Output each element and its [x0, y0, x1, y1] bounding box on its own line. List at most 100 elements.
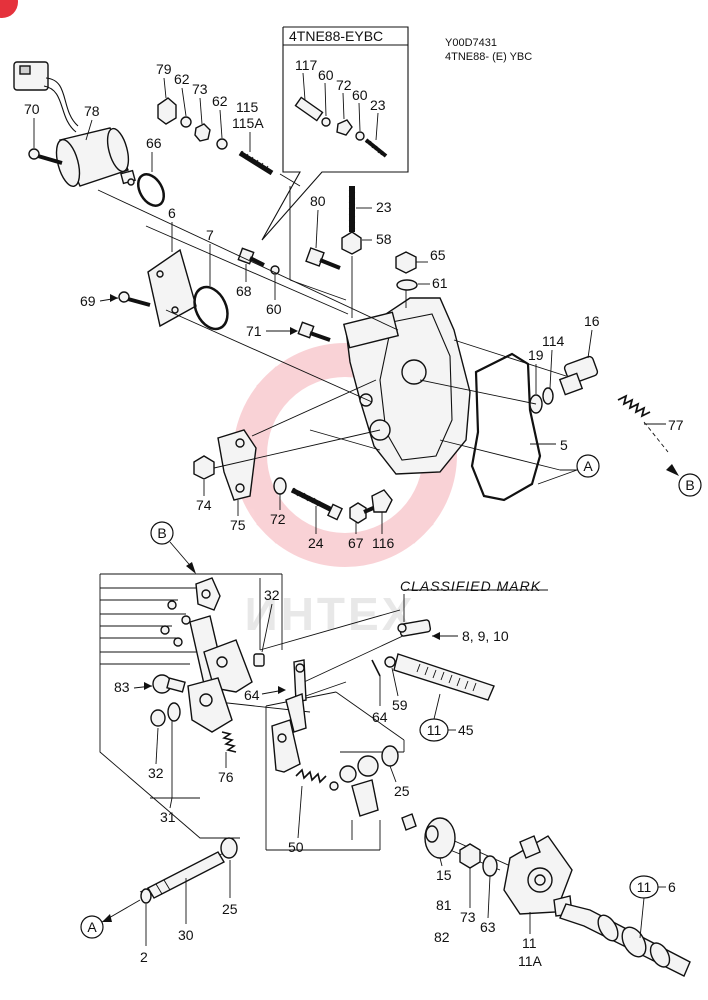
inset-title: 4TNE88-EYBC	[289, 28, 383, 44]
label-116: 116	[372, 535, 395, 551]
svg-text:A: A	[87, 919, 97, 935]
inset-nut-72	[336, 119, 353, 136]
cover-plate-6	[147, 248, 197, 328]
rack-shaft-11-45	[393, 653, 495, 701]
label-16: 16	[584, 313, 600, 329]
spring-76	[221, 731, 237, 753]
classified-mark-label: CLASSIFIED MARK	[400, 578, 541, 594]
label-25-b: 25	[222, 901, 238, 917]
label-82: 82	[434, 929, 450, 945]
callout-b-upper: B	[666, 464, 702, 497]
lever-plate-lower	[187, 677, 233, 733]
bolt-67	[349, 502, 379, 524]
label-5: 5	[560, 437, 568, 453]
svg-text:6: 6	[668, 879, 676, 895]
label-69: 69	[80, 293, 96, 309]
part-labels: 70 78 66 6 7 79 62 73 62 115 115A 23 80 …	[24, 61, 684, 969]
washer-62a	[180, 116, 192, 128]
label-65: 65	[430, 247, 446, 263]
label-2: 2	[140, 949, 148, 965]
label-23: 23	[376, 199, 392, 215]
washer-25b	[220, 837, 238, 859]
adjuster-16	[558, 355, 599, 396]
washer-62b	[216, 138, 228, 150]
washer-61	[396, 279, 418, 291]
spring-77	[617, 394, 651, 418]
label-60-c: 60	[266, 301, 282, 317]
spring-50	[295, 768, 327, 784]
label-83: 83	[114, 679, 130, 695]
screw-83	[152, 674, 186, 694]
label-31: 31	[160, 809, 176, 825]
nut-74	[193, 455, 215, 480]
svg-text:A: A	[583, 458, 593, 474]
label-115: 115	[236, 99, 259, 115]
callout-a-upper: A	[537, 454, 600, 485]
oring-114	[542, 387, 554, 405]
label-8-9-10: 8, 9, 10	[462, 628, 509, 644]
label-7: 7	[206, 227, 214, 243]
plug-65	[395, 251, 417, 274]
governor-case-body	[342, 297, 471, 475]
bracket-assembly-upper	[195, 577, 221, 611]
governor-lever-lower	[271, 719, 301, 773]
label-62-a: 62	[174, 71, 190, 87]
bolt-69	[118, 291, 151, 307]
pin-64a	[371, 659, 381, 677]
label-63: 63	[480, 919, 496, 935]
label-73-b: 73	[460, 909, 476, 925]
callout-11-6: 11 6	[629, 875, 676, 939]
snap-ring-2	[140, 888, 152, 904]
label-24: 24	[308, 535, 324, 551]
label-6: 6	[168, 205, 176, 221]
shaft-30	[147, 851, 225, 899]
washer-63	[482, 855, 498, 877]
connection-lines-upper	[97, 173, 580, 471]
label-75: 75	[230, 517, 246, 533]
label-19: 19	[528, 347, 544, 363]
label-32-b: 32	[148, 765, 164, 781]
bolt-80	[305, 247, 341, 270]
svg-text:11: 11	[637, 879, 652, 895]
label-30: 30	[178, 927, 194, 943]
label-73-a: 73	[192, 81, 208, 97]
cap-nut-79	[157, 97, 177, 125]
spacer-32a	[253, 653, 265, 667]
label-76: 76	[218, 769, 234, 785]
oring-66	[136, 173, 166, 207]
label-81: 81	[436, 897, 452, 913]
label-64-b: 64	[372, 709, 388, 725]
bushing-lower	[167, 702, 181, 722]
bolt-70	[28, 148, 63, 165]
lower-connection-lines	[99, 573, 565, 893]
model-reference: 4TNE88- (E) YBC	[445, 51, 532, 63]
label-59: 59	[392, 697, 408, 713]
label-67: 67	[348, 535, 364, 551]
svg-text:11: 11	[427, 722, 442, 738]
label-25-a: 25	[394, 783, 410, 799]
governor-lever-upper	[285, 659, 307, 733]
label-61: 61	[432, 275, 448, 291]
svg-text:45: 45	[458, 722, 474, 738]
stud-23	[348, 186, 356, 232]
label-77: 77	[668, 417, 684, 433]
label-74: 74	[196, 497, 212, 513]
bolt-68	[237, 247, 265, 267]
pin-lower	[401, 813, 417, 831]
svg-text:B: B	[157, 525, 166, 541]
label-70: 70	[24, 101, 40, 117]
callout-a-lower: A	[80, 899, 141, 939]
label-64-a: 64	[244, 687, 260, 703]
label-117: 117	[295, 57, 318, 73]
label-80: 80	[310, 193, 326, 209]
nut-58	[341, 231, 362, 255]
inset-stud-23	[364, 138, 388, 158]
callout-b-lower: B	[150, 521, 196, 574]
spacer-72b	[273, 477, 287, 495]
label-62-b: 62	[212, 93, 228, 109]
label-11a: 11A	[518, 953, 543, 969]
label-71: 71	[246, 323, 262, 339]
nut-73b	[459, 843, 481, 869]
drawing-code: Y00D7431	[445, 37, 497, 49]
